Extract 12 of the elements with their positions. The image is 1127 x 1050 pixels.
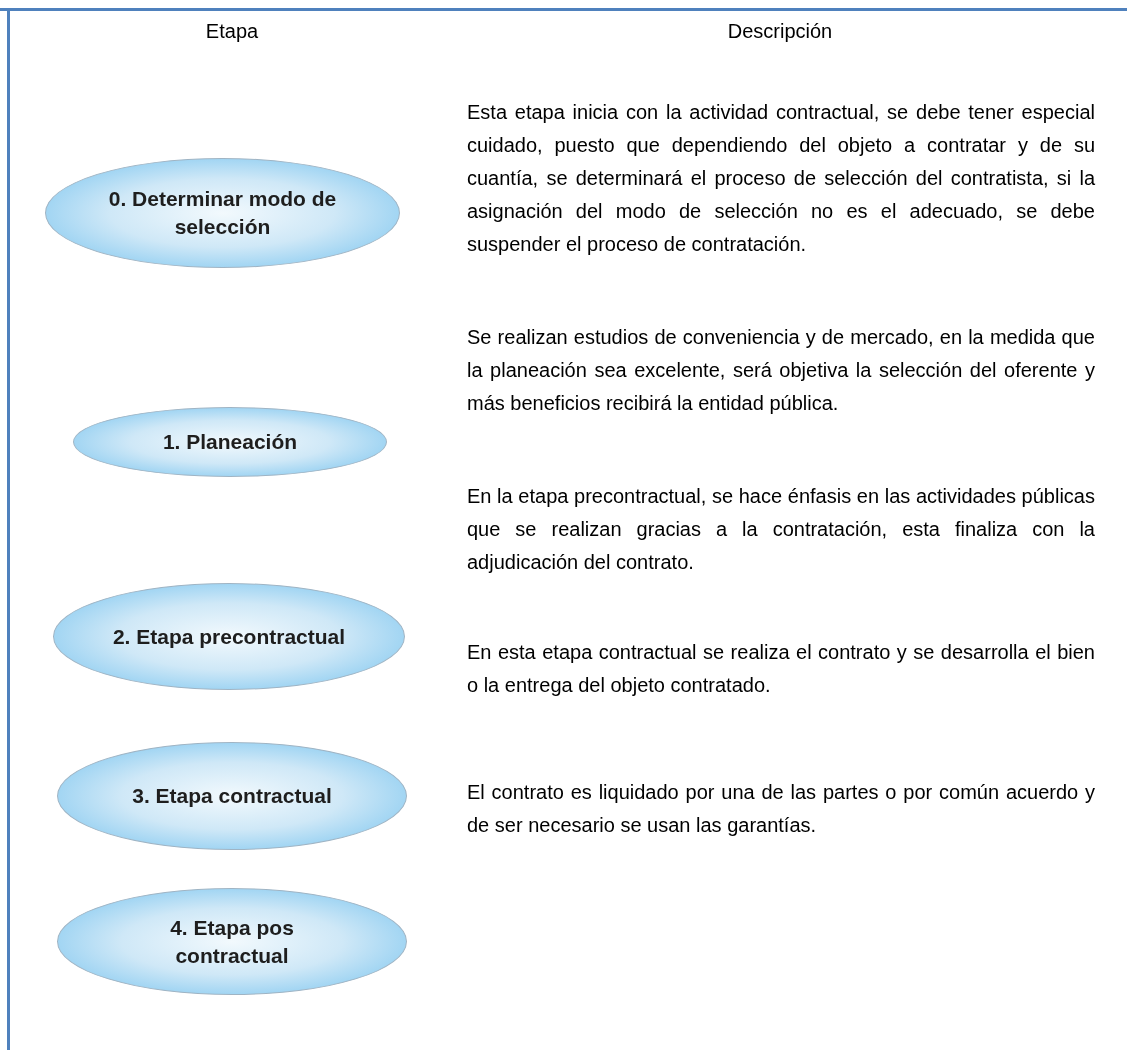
description-text: Se realizan estudios de conveniencia y de mercado, en la medida que la planeación sea excelente, será objetiva la selección del oferente y más beneficios recibirá la entidad pública.: [467, 325, 1095, 416]
stage-ellipse: 0. Determinar modo de selección: [45, 158, 400, 268]
description-text: Esta etapa inicia con la actividad contractual, se debe tener especial cuidado, puesto que dependiendo del objeto a contratar y de su cuantía, se determinará el proceso de selección del contratista, si la asignación del modo de selección no es el adecuado, se debe suspender el proceso de contratación.: [467, 100, 1095, 257]
stage-ellipse: 4. Etapa pos contractual: [57, 888, 407, 995]
stage-ellipse: 2. Etapa precontractual: [53, 583, 405, 690]
stage-ellipse: 3. Etapa contractual: [57, 742, 407, 850]
description-text: El contrato es liquidado por una de las partes o por común acuerdo y de ser necesario se usan las garantías.: [467, 780, 1095, 838]
description-text: En esta etapa contractual se realiza el contrato y se desarrolla el bien o la entrega del objeto contratado.: [467, 640, 1095, 698]
stage-ellipse: 1. Planeación: [73, 407, 387, 477]
description-text: En la etapa precontractual, se hace énfasis en las actividades públicas que se realizan gracias a la contratación, esta finaliza con la adjudicación del contrato.: [467, 484, 1095, 575]
column-header: Descripción: [726, 19, 834, 44]
column-header: Etapa: [204, 19, 260, 44]
